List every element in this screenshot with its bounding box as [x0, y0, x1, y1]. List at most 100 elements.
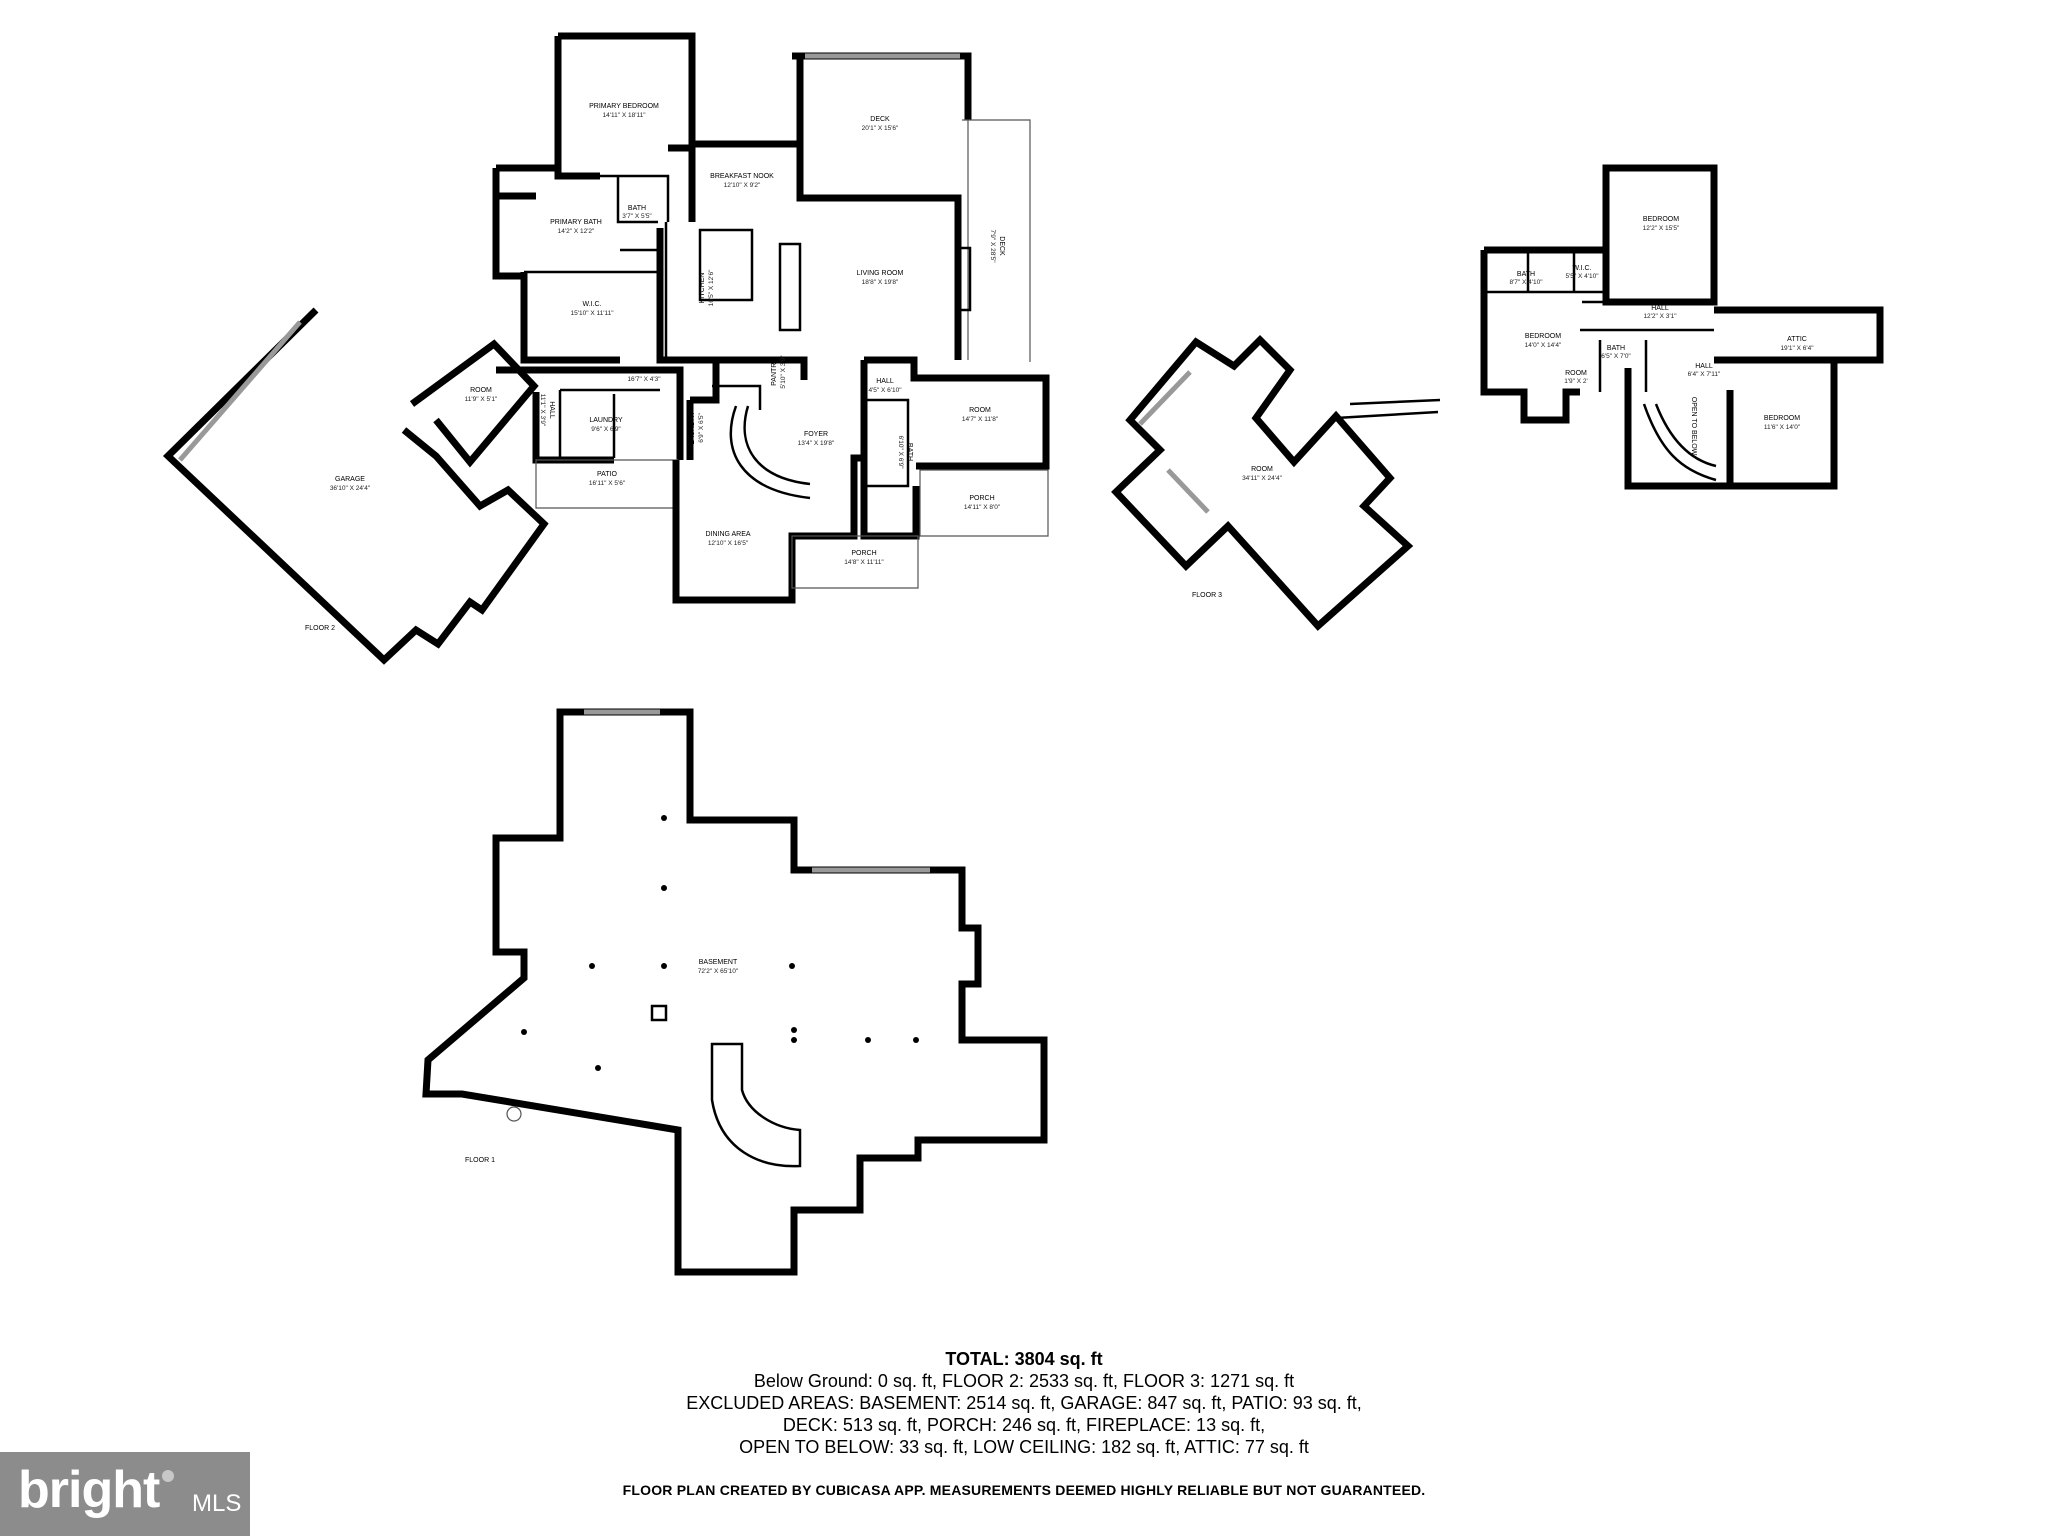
label-hall-vertical: HALL: [548, 401, 555, 419]
label-wic-main: W.I.C.: [582, 301, 601, 308]
disclaimer: FLOOR PLAN CREATED BY CUBICASA APP. MEAS…: [622, 1482, 1426, 1498]
dim-bedroom-up-right: 11'6" X 14'0": [1764, 424, 1801, 431]
fireplace: [956, 246, 972, 312]
label-dining-area: DINING AREA: [705, 531, 750, 538]
wall-room-garage-side: [409, 339, 539, 468]
dim-primary-bedroom: 14'11" X 18'11": [603, 112, 647, 119]
floor-label-1: FLOOR 1: [465, 1157, 495, 1164]
logo-dot-icon: [162, 1470, 174, 1482]
floor-2-plan: [162, 32, 1050, 665]
wall-hall-laundry: [496, 366, 694, 464]
dim-room-floor3: 34'11" X 24'4": [1242, 475, 1283, 482]
label-pantry: PANTRY: [771, 358, 778, 386]
dim-bath-primary-small: 3'7" X 5'5": [622, 213, 652, 220]
label-bath-primary-small: BATH: [628, 205, 646, 212]
label-deck-side: DECK: [998, 236, 1005, 256]
label-primary-bedroom: PRIMARY BEDROOM: [589, 103, 659, 110]
dim-room-east: 14'7" X 11'8": [962, 416, 999, 423]
dim-porch-east: 14'11" X 8'0": [964, 504, 1001, 511]
dim-dining-area: 12'10" X 16'5": [708, 540, 749, 547]
floor-label-2: FLOOR 2: [305, 625, 335, 632]
label-laundry: LAUNDRY: [589, 417, 623, 424]
label-room-east: ROOM: [969, 407, 991, 414]
label-open-to-below: OPEN TO BELOW: [1690, 397, 1697, 456]
dim-bath-main: 6'10" X 6'9": [897, 435, 904, 469]
label-foyer: FOYER: [804, 431, 828, 438]
label-hall-up: HALL: [1651, 305, 1669, 312]
dim-bedroom-up-top: 12'2" X 15'5": [1643, 225, 1680, 232]
area-line-3: DECK: 513 sq. ft, PORCH: 246 sq. ft, FIR…: [782, 1415, 1266, 1435]
floor-label-3: FLOOR 3: [1192, 592, 1222, 599]
dim-laundry: 9'6" X 6'9": [591, 426, 621, 433]
dim-foyer: 13'4" X 19'8": [798, 440, 835, 447]
basement-curved-stair: [710, 1042, 802, 1168]
label-porch-east: PORCH: [969, 495, 994, 502]
dim-wic-up: 5'5" X 4'10": [1565, 273, 1599, 280]
dim-breakfast-nook: 12'10" X 9'2": [724, 182, 761, 189]
label-primary-bath: PRIMARY BATH: [550, 219, 602, 226]
wall-bedroom-top: [1602, 164, 1718, 306]
label-hall-main: HALL: [635, 367, 653, 374]
dim-deck-side: 7'9" X 28'5": [989, 229, 996, 263]
label-room-up-small: ROOM: [1565, 370, 1587, 377]
upper-bedrooms-plan: [1480, 164, 1884, 490]
wall-deck-top: [792, 52, 972, 120]
label-kitchen: KITCHEN: [699, 273, 706, 304]
porch-front: [791, 535, 919, 589]
wall-breakfast-living: [688, 60, 962, 360]
logo-mls-text: MLS: [192, 1490, 242, 1517]
wall-foyer-dining: [672, 356, 864, 604]
label-attic: ATTIC: [1787, 336, 1807, 343]
basement-post-box: [650, 1004, 668, 1022]
dim-hall-main: 16'7" X 4'3": [627, 376, 661, 383]
wall-garage: [162, 307, 549, 665]
bright-mls-logo: bright MLS: [0, 1452, 250, 1536]
label-wic-up: W.I.C.: [1572, 265, 1591, 272]
label-room-floor3: ROOM: [1251, 466, 1273, 473]
dim-living-room: 18'8" X 19'8": [862, 279, 899, 286]
wall-primary-bedroom: [554, 32, 696, 180]
label-bedroom-up-left: BEDROOM: [1525, 333, 1561, 340]
dim-pantry: 5'10" X 3'9": [780, 355, 787, 389]
dim-hall-up: 12'2" X 3'1": [1643, 313, 1677, 320]
stair-floor3: [1335, 398, 1441, 420]
floor-1-plan: [422, 708, 1048, 1276]
dim-porch-front: 14'8" X 11'11": [844, 559, 884, 566]
area-line-1: Below Ground: 0 sq. ft, FLOOR 2: 2533 sq…: [753, 1371, 1295, 1391]
wall-room-floor3: [1111, 335, 1414, 631]
wall-bedroom-right: [1624, 356, 1838, 490]
wall-wic: [520, 228, 680, 364]
dim-hall-vertical: 11'1" X 3'9": [539, 394, 546, 427]
label-bedroom-up-top: BEDROOM: [1643, 216, 1679, 223]
dim-laundry-vertical: 6'9" X 6'5": [698, 413, 705, 443]
wall-basement: [422, 708, 1048, 1276]
label-room-garage-side: ROOM: [470, 387, 492, 394]
dim-bedroom-up-left: 14'0" X 14'4": [1525, 342, 1562, 349]
curved-stair: [729, 405, 811, 500]
label-bath-up: BATH: [1517, 271, 1535, 278]
wall-primary-bath: [492, 164, 558, 280]
dim-garage: 36'10" X 24'4": [330, 485, 371, 492]
label-bath-main: BATH: [906, 443, 913, 461]
dim-primary-bath: 14'2" X 12'2": [558, 228, 595, 235]
dim-hall-up-small: 6'4" X 7'11": [1688, 371, 1721, 378]
label-hall-east: HALL: [876, 378, 894, 385]
label-patio: PATIO: [597, 471, 618, 478]
deck-side: [962, 119, 1031, 362]
area-line-4: OPEN TO BELOW: 33 sq. ft, LOW CEILING: 1…: [739, 1437, 1309, 1457]
area-summary: TOTAL: 3804 sq. ft Below Ground: 0 sq. f…: [524, 1348, 1524, 1458]
label-garage: GARAGE: [335, 476, 365, 483]
dim-hall-east: 4'5" X 6'10": [868, 387, 902, 394]
dim-basement: 72'2" X 65'10": [698, 968, 739, 975]
dim-patio: 16'11" X 5'6": [589, 480, 626, 487]
label-hall-up-small: HALL: [1695, 363, 1713, 370]
dim-bath-up-small: 6'5" X 7'0": [1601, 353, 1631, 360]
wall-attic: [1714, 306, 1884, 364]
open-to-below-stair: [1642, 403, 1717, 482]
total-area: TOTAL: 3804 sq. ft: [945, 1349, 1103, 1369]
room-labels: PRIMARY BEDROOM 14'11" X 18'11" DECK 20'…: [305, 103, 1814, 1164]
dim-kitchen: 16'5" X 12'6": [708, 269, 715, 306]
label-basement: BASEMENT: [699, 959, 738, 966]
dim-wic-main: 15'10" X 11'11": [571, 310, 615, 317]
label-bath-up-small: BATH: [1607, 345, 1625, 352]
